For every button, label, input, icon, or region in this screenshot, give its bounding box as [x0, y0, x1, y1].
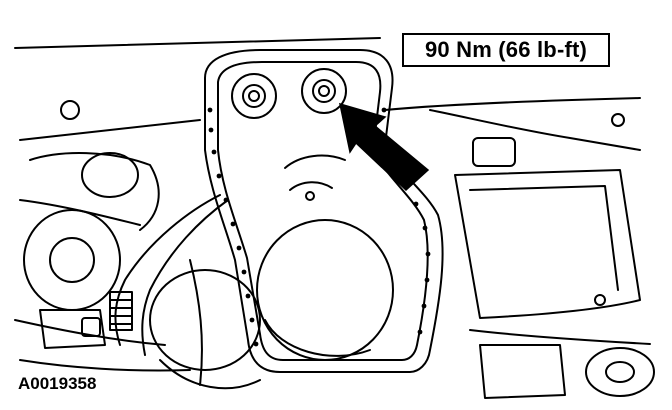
bracket-inner-edge: [217, 61, 429, 361]
bracket-small-hole: [305, 191, 315, 201]
housing-right-outline: [429, 109, 641, 151]
bolt-left-head: [242, 84, 266, 108]
left-cap: [81, 152, 139, 198]
wire-harness: [114, 194, 221, 346]
housing-panel: [454, 169, 641, 319]
arrow-pointer-icon: [339, 102, 430, 192]
background-hole: [60, 100, 80, 120]
lower-left-housing: [149, 269, 261, 371]
wire-harness-2: [141, 199, 229, 356]
housing-lower-box: [479, 344, 566, 399]
bracket-outline: [204, 49, 444, 373]
background-line-right: [384, 97, 641, 111]
left-small-block: [81, 317, 101, 337]
bolt-right-boss: [301, 68, 347, 114]
bolt-right-core: [318, 85, 330, 97]
bolt-left-boss: [231, 73, 277, 119]
housing-stud-2: [594, 294, 606, 306]
figure-id-label: A0019358: [18, 374, 97, 393]
bolt-left-core: [248, 90, 260, 102]
lower-left-housing-arc: [159, 359, 261, 390]
bracket-pulley: [256, 219, 394, 361]
background-line-top: [14, 37, 381, 49]
left-lower-bracket: [39, 309, 106, 349]
housing-pulley: [585, 347, 655, 397]
housing-boss: [472, 137, 516, 167]
lower-left-strap: [189, 259, 203, 386]
left-pulley-hub: [49, 237, 95, 283]
left-pulley: [23, 209, 121, 311]
wire-connector-ribs: [109, 299, 133, 325]
housing-lower: [469, 329, 651, 345]
left-component-body: [29, 152, 160, 231]
wire-connector: [109, 291, 133, 331]
housing-pulley-inner: [605, 361, 635, 383]
left-lower-curve: [19, 359, 191, 372]
bracket-pulley-shadow: [264, 319, 371, 357]
left-hoses: [14, 199, 166, 346]
background-line-mid: [19, 119, 201, 141]
bolt-right-head: [312, 79, 336, 103]
housing-stud: [611, 113, 625, 127]
bracket-arc-lower: [289, 181, 333, 191]
bracket-arc-upper: [284, 154, 346, 169]
torque-spec-label: 90 Nm (66 lb-ft): [402, 33, 610, 67]
housing-panel-inner: [469, 185, 619, 291]
